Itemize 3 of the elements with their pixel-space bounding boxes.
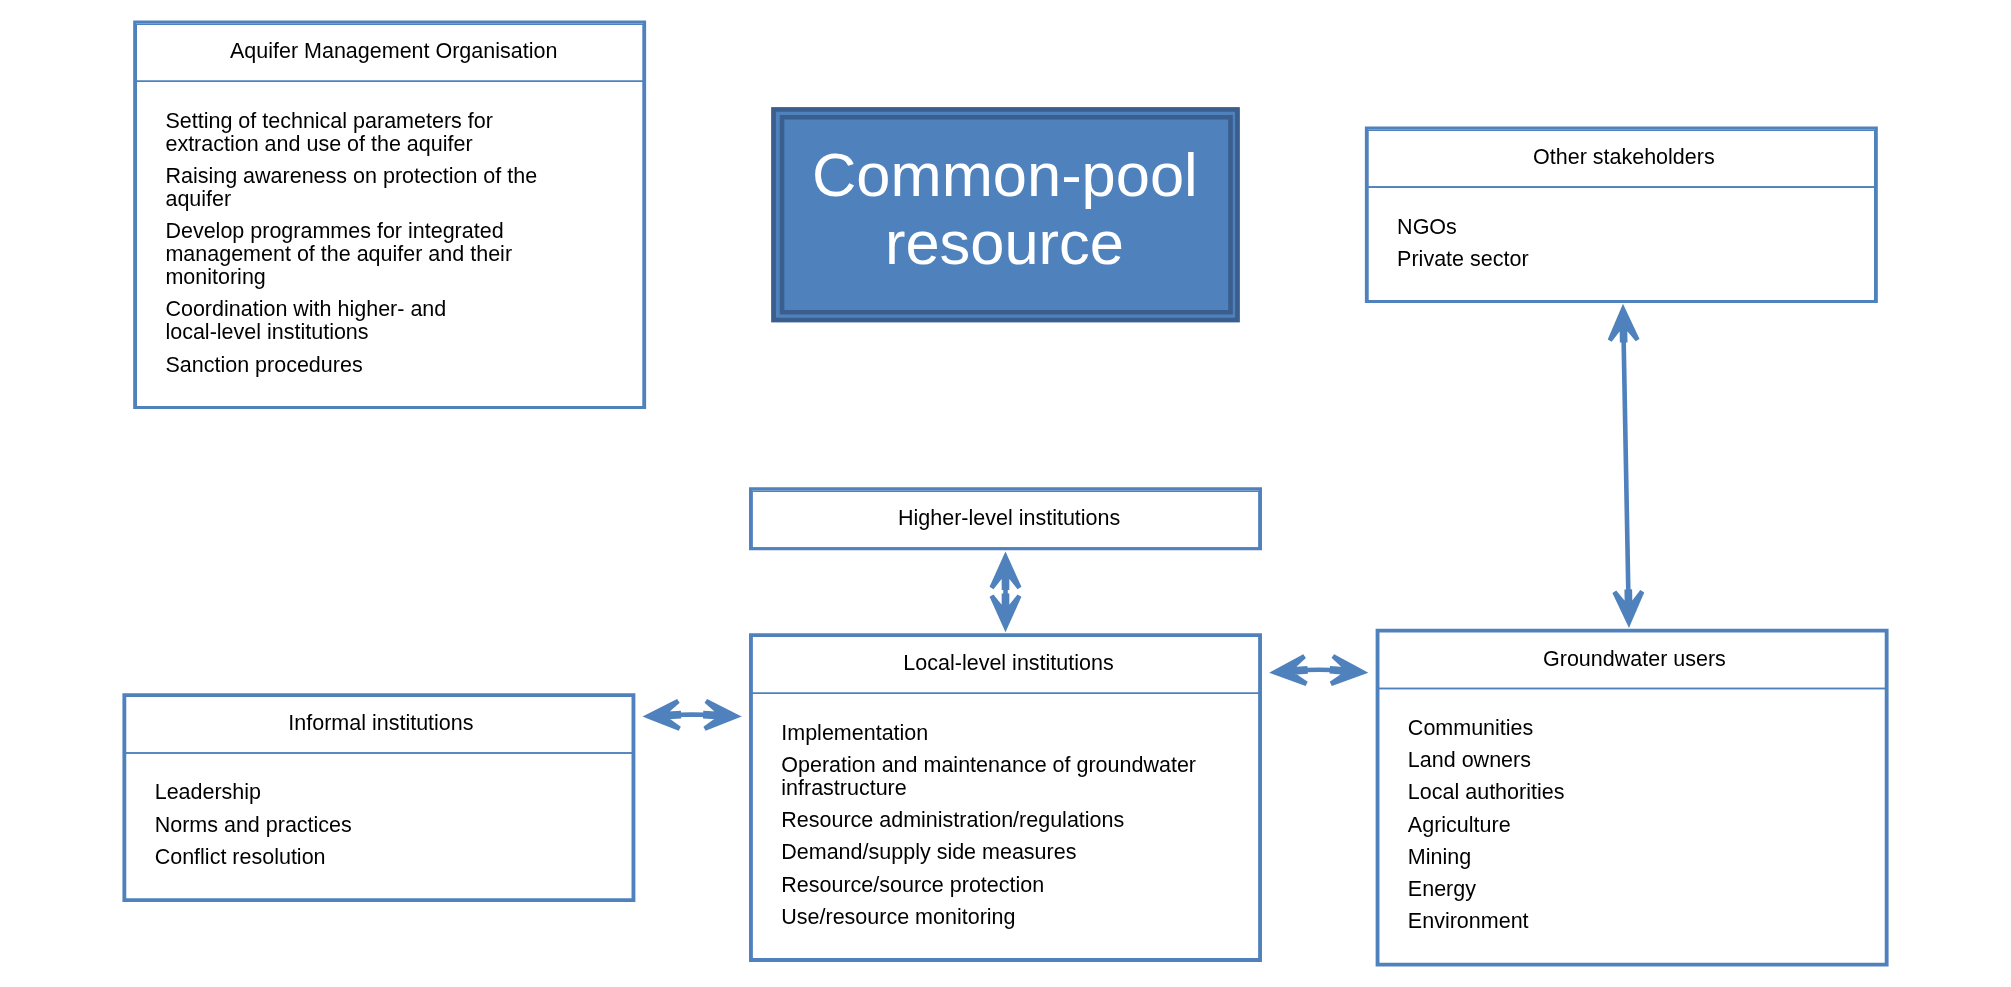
arrow	[989, 554, 1022, 629]
arrow	[1607, 307, 1645, 625]
arrow	[645, 698, 739, 731]
